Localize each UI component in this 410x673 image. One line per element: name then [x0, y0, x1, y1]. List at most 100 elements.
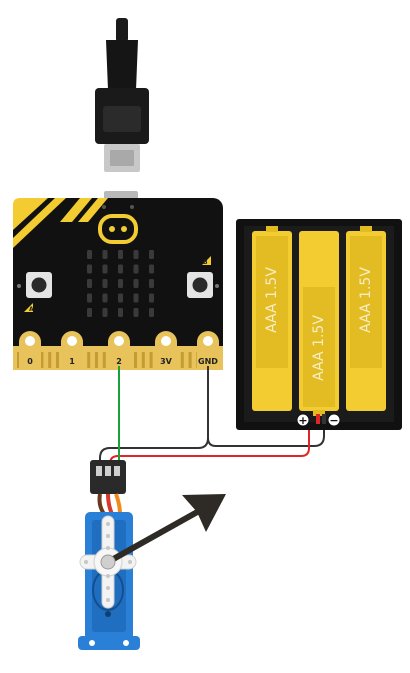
battery-cell-label: AAA 1.5V — [311, 315, 327, 381]
battery-cell: AAA 1.5V — [299, 231, 339, 416]
wire-ground[interactable] — [99, 366, 209, 462]
servo-mount-hole — [89, 640, 95, 646]
usb-plug-connector-inner — [110, 150, 134, 166]
pin-pad-shape — [108, 331, 130, 370]
edge-contact — [56, 352, 59, 368]
button-a-cap — [31, 277, 47, 293]
servo-angle-handle[interactable] — [100, 494, 226, 570]
battery-lead-black — [322, 414, 326, 424]
led — [102, 308, 108, 317]
cell-nub — [266, 226, 278, 232]
microbit-logo — [98, 214, 138, 244]
led — [149, 264, 154, 274]
usb-cable-strain-relief — [106, 40, 138, 90]
usb-port — [104, 191, 138, 199]
pin-pad-shape — [19, 331, 41, 370]
led — [102, 279, 108, 288]
button-b-tag — [202, 256, 211, 265]
edge-contact — [102, 352, 106, 368]
led — [102, 293, 108, 303]
led — [133, 250, 139, 259]
horn-hole — [128, 560, 132, 564]
microbit-board[interactable]: A B 0 1 2 3V GND — [13, 191, 223, 370]
edge-contact — [95, 352, 98, 368]
battery-cell: AAA 1.5V — [252, 226, 292, 411]
led — [87, 293, 92, 303]
cell-nub — [313, 410, 325, 416]
cell-nub — [360, 226, 372, 232]
battery-terminal-positive[interactable] — [296, 413, 310, 427]
battery-plus-label: + — [298, 414, 307, 427]
wires — [99, 366, 325, 465]
edge-contact — [180, 352, 184, 368]
wire-power[interactable] — [109, 424, 310, 465]
battery-cells: AAA 1.5V AAA 1.5V AAA 1.5V — [252, 226, 386, 416]
servo-lead-orange — [114, 493, 122, 515]
pin-pad-shape — [155, 331, 177, 370]
button-b[interactable]: B — [187, 256, 213, 298]
led — [118, 293, 123, 303]
led — [87, 250, 92, 259]
pin-pads: 0 1 2 3V GND — [19, 331, 219, 370]
edge-contact — [149, 352, 153, 368]
button-b-label: B — [203, 259, 208, 266]
led — [87, 264, 92, 274]
pin-pad-0[interactable]: 0 — [19, 331, 41, 370]
usb-plug-grip — [103, 106, 141, 132]
led — [133, 264, 139, 274]
edge-contact — [87, 352, 91, 368]
battery-terminal-negative[interactable] — [327, 413, 341, 427]
edge-contact — [141, 352, 145, 368]
servo-shaft — [100, 554, 116, 570]
pcb-hole — [215, 284, 219, 288]
servo-screw — [105, 611, 111, 617]
pcb-hole — [102, 205, 106, 209]
servo-arrow-head — [182, 494, 226, 532]
led — [149, 308, 154, 317]
led — [149, 293, 154, 303]
battery-pack[interactable]: AAA 1.5V AAA 1.5V AAA 1.5V + − — [236, 219, 402, 430]
led — [133, 293, 139, 303]
servo-horn-holes — [84, 522, 132, 602]
led — [102, 264, 108, 274]
horn-hole — [106, 522, 110, 526]
edge-contact — [48, 352, 52, 368]
pin-label: GND — [198, 357, 218, 366]
led — [118, 308, 123, 317]
button-a[interactable]: A — [24, 272, 52, 313]
horn-hole — [106, 534, 110, 538]
servo-lead-red — [106, 493, 114, 515]
pin-pad-1[interactable]: 1 — [61, 331, 83, 370]
led-matrix — [87, 250, 154, 317]
wire-ground-battery[interactable] — [207, 424, 325, 447]
edge-contact — [188, 352, 192, 368]
horn-hole — [106, 546, 110, 550]
horn-hole — [106, 574, 110, 578]
pin-label: 2 — [116, 357, 122, 366]
pin-label: 1 — [69, 357, 75, 366]
led — [118, 279, 123, 288]
logo-eye-right — [121, 226, 127, 232]
pcb-hole — [17, 284, 21, 288]
pin-pad-3v[interactable]: 3V — [155, 331, 177, 370]
pin-hole — [161, 336, 171, 346]
battery-cell-label: AAA 1.5V — [358, 267, 374, 333]
pin-pad-2[interactable]: 2 — [108, 331, 130, 370]
horn-hole — [106, 598, 110, 602]
servo-motor[interactable] — [78, 460, 226, 650]
horn-hole — [106, 586, 110, 590]
usb-cable[interactable] — [95, 18, 149, 172]
corner-stripe — [78, 198, 108, 222]
cell-wrap — [350, 236, 382, 368]
servo-connector-pin — [114, 466, 120, 476]
button-a-label: A — [29, 306, 34, 313]
battery-minus-label: − — [329, 414, 338, 427]
led — [149, 250, 154, 259]
pin-pad-gnd[interactable]: GND — [197, 331, 219, 370]
servo-arrow-shaft — [105, 503, 211, 565]
pin-label: 0 — [27, 357, 33, 366]
servo-connector[interactable] — [90, 460, 126, 494]
pin-pad-shape — [61, 331, 83, 370]
battery-lead-red — [316, 414, 320, 424]
